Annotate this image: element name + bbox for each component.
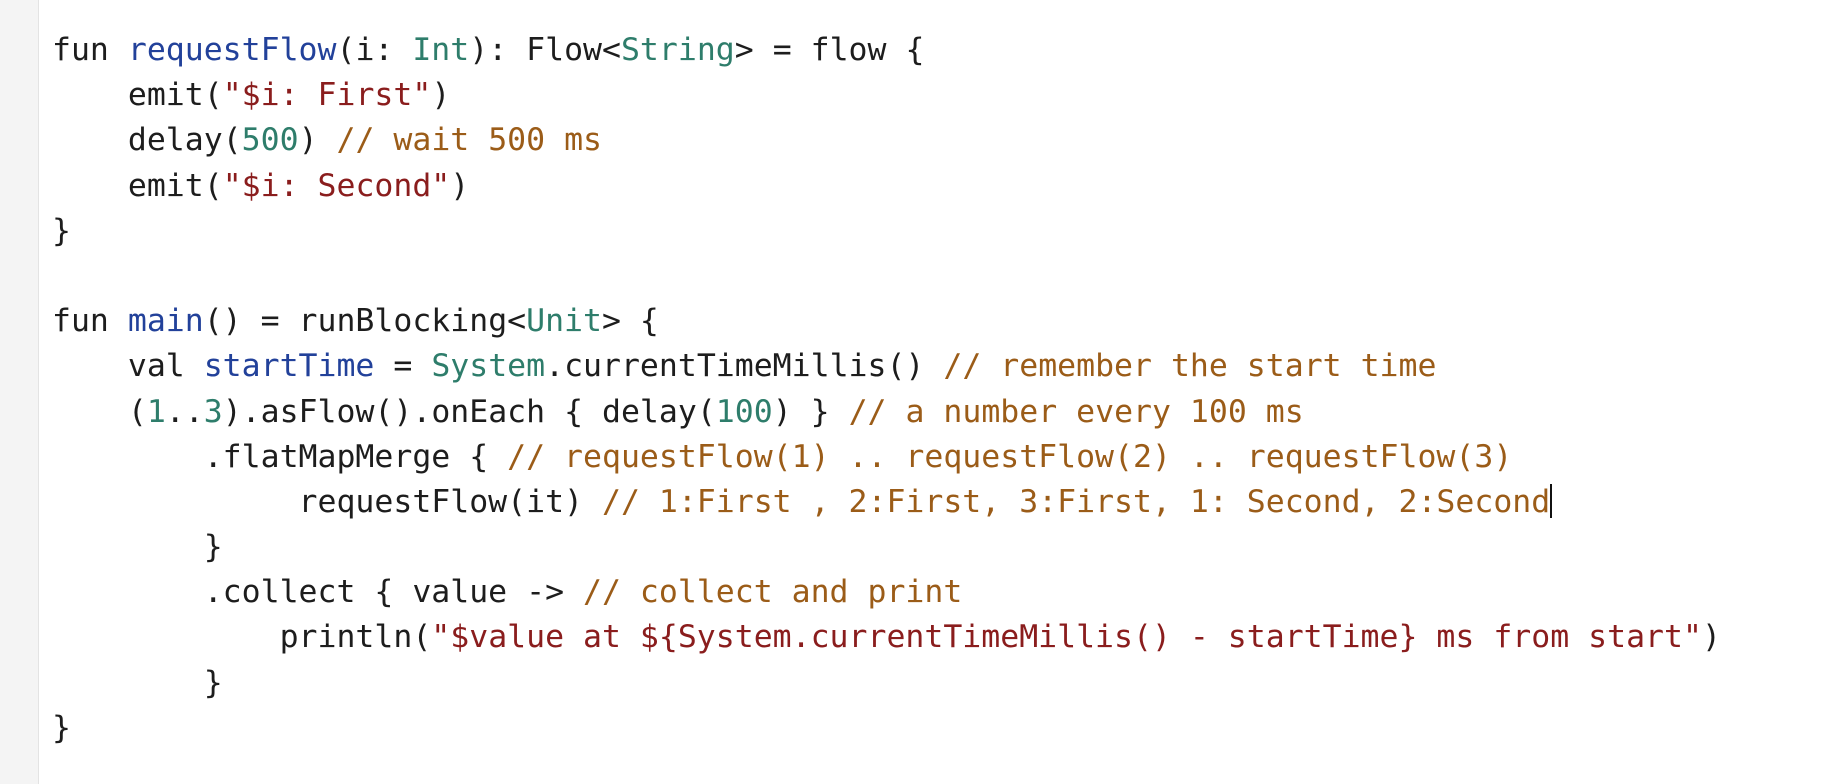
code-token: 1: [146, 393, 166, 430]
code-token: emit(: [52, 77, 223, 114]
code-token: println(: [52, 619, 432, 656]
code-line[interactable]: }: [52, 661, 1721, 706]
code-token: ): Flow<: [469, 32, 621, 68]
code-token: // collect and print: [583, 574, 963, 611]
editor-gutter: [0, 0, 39, 784]
code-token: // wait 500 ms: [336, 122, 603, 159]
code-line[interactable]: requestFlow(it) // 1:First , 2:First, 3:…: [52, 480, 1721, 525]
code-token: ..: [165, 393, 204, 430]
code-token: () = runBlocking<: [203, 303, 527, 340]
code-line[interactable]: ​: [52, 254, 1721, 299]
code-token: Unit: [526, 303, 602, 340]
code-token: }: [52, 529, 223, 566]
code-token: System: [431, 348, 546, 385]
code-token: > {: [601, 303, 659, 340]
code-token: > = flow {: [734, 32, 925, 68]
code-token: }: [52, 664, 223, 701]
code-line[interactable]: }: [52, 706, 1721, 751]
code-token: Int: [412, 32, 470, 68]
code-token: 3: [203, 393, 223, 430]
code-token: // requestFlow(1) .. requestFlow(2) .. r…: [507, 438, 1513, 475]
code-token: fun: [52, 32, 128, 68]
code-line[interactable]: emit("$i: Second"): [52, 164, 1721, 209]
code-token: .collect { value ->: [52, 574, 584, 611]
code-token: 500: [241, 122, 299, 159]
code-token: 100: [715, 393, 773, 430]
code-line[interactable]: (1..3).asFlow().onEach { delay(100) } //…: [52, 390, 1721, 435]
code-token: "$value at ${System.currentTimeMillis() …: [431, 619, 1702, 656]
code-token: (: [52, 393, 147, 430]
code-token: // 1:First , 2:First, 3:First, 1: Second…: [601, 483, 1551, 520]
code-token: startTime: [203, 348, 375, 385]
code-token: ).asFlow().onEach { delay(: [222, 393, 716, 430]
code-line[interactable]: fun main() = runBlocking<Unit> {: [52, 299, 1721, 344]
code-token: requestFlow: [127, 32, 337, 68]
code-token: ): [298, 122, 337, 159]
code-line[interactable]: emit("$i: First"): [52, 73, 1721, 118]
code-token: "$i: First": [222, 77, 432, 114]
code-token: ): [1701, 619, 1721, 656]
code-token: .currentTimeMillis(): [545, 348, 944, 385]
code-token: String: [620, 32, 735, 68]
code-token: val: [52, 348, 204, 385]
code-token: }: [52, 709, 71, 746]
code-line[interactable]: delay(500) // wait 500 ms: [52, 118, 1721, 163]
code-token: fun: [52, 303, 128, 340]
code-token: delay(: [52, 122, 242, 159]
code-token: main: [127, 303, 204, 340]
code-token: // a number every 100 ms: [848, 393, 1304, 430]
code-token: requestFlow(it): [52, 483, 602, 520]
code-line[interactable]: }: [52, 525, 1721, 570]
code-token: ): [431, 77, 451, 114]
code-token: emit(: [52, 167, 223, 204]
code-token: (i:: [336, 32, 413, 68]
code-line[interactable]: val startTime = System.currentTimeMillis…: [52, 344, 1721, 389]
code-token: =: [374, 348, 432, 385]
code-line[interactable]: println("$value at ${System.currentTimeM…: [52, 615, 1721, 660]
code-token: .flatMapMerge {: [52, 438, 508, 475]
code-token: }: [52, 212, 71, 249]
code-line[interactable]: fun requestFlow(i: Int): Flow<String> = …: [52, 28, 1721, 73]
code-line[interactable]: }: [52, 209, 1721, 254]
code-token: // remember the start time: [943, 348, 1437, 385]
code-token: ) }: [772, 393, 849, 430]
code-line[interactable]: .flatMapMerge { // requestFlow(1) .. req…: [52, 435, 1721, 480]
code-line[interactable]: .collect { value -> // collect and print: [52, 570, 1721, 615]
text-cursor: [1550, 483, 1553, 518]
code-token: "$i: Second": [222, 167, 451, 204]
code-token: ): [450, 167, 470, 204]
code-text-area[interactable]: fun requestFlow(i: Int): Flow<String> = …: [52, 28, 1721, 751]
